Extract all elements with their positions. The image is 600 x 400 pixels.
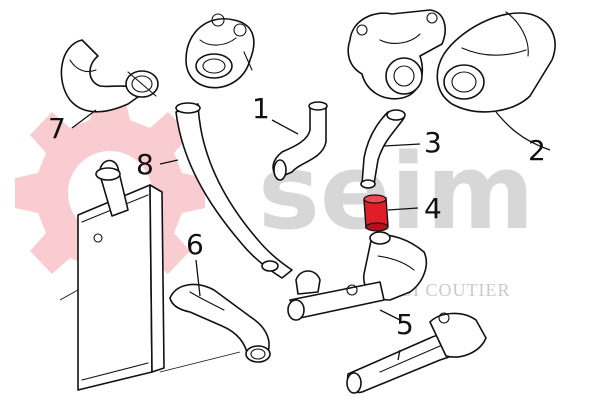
callout-8: 8 <box>136 148 154 181</box>
throttle-body <box>185 13 255 89</box>
part-8-long-pipe <box>175 102 293 279</box>
callout-1: 1 <box>252 92 270 125</box>
part-1-elbow-pipe <box>272 101 328 181</box>
callout-6: 6 <box>186 228 204 261</box>
part-7-elbow-hose <box>60 39 159 113</box>
intercooler <box>59 159 241 391</box>
part-3-hose <box>360 109 406 189</box>
callout-2: 2 <box>528 134 546 167</box>
part-2-air-duct <box>436 11 556 113</box>
callout-5: 5 <box>396 308 414 341</box>
part-4-red-sleeve <box>363 194 389 232</box>
callout-leaders <box>71 109 551 361</box>
callout-4: 4 <box>424 192 442 225</box>
part-6-lower-hose <box>169 283 271 363</box>
callout-3: 3 <box>424 126 442 159</box>
part-5-lower-pipe <box>346 312 487 394</box>
turbocharger <box>347 9 446 100</box>
valve-assembly <box>287 231 428 321</box>
callout-7: 7 <box>48 112 66 145</box>
